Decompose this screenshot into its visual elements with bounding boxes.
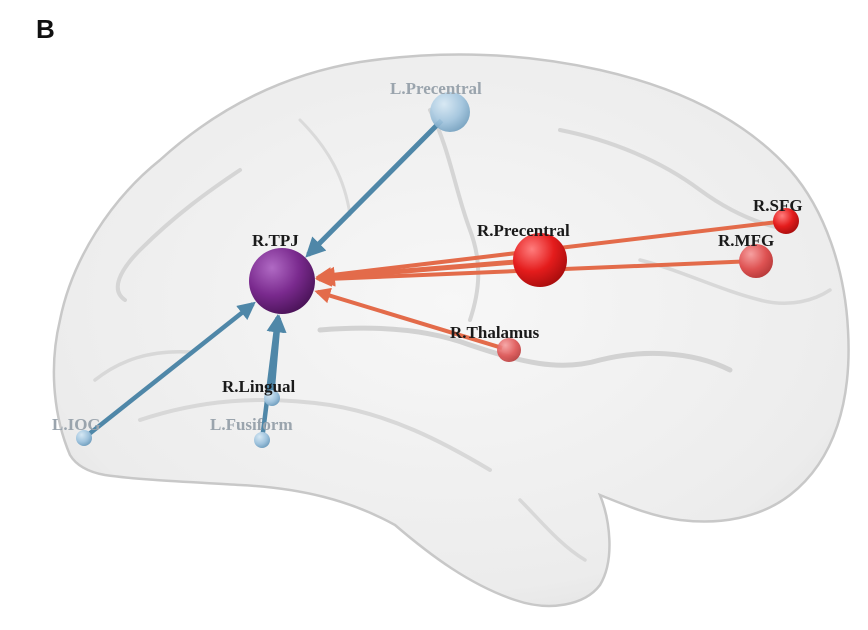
edge-l-iog-to-r-tpj [86, 301, 256, 437]
edge-l-precentral-to-r-tpj [305, 118, 444, 258]
label-l-fusiform: L.Fusiform [210, 415, 293, 434]
sylvian-fissure [317, 325, 733, 373]
label-l-precentral: L.Precentral [390, 79, 482, 98]
label-r-thalamus: R.Thalamus [450, 323, 540, 342]
node-r-sfg [773, 208, 799, 234]
parietal-fold [298, 118, 352, 217]
label-r-mfg: R.MFG [718, 231, 774, 250]
label-r-sfg: R.SFG [753, 196, 803, 215]
node-r-lingual [264, 390, 280, 406]
node-r-precentral [513, 233, 567, 287]
node-r-thalamus [497, 338, 521, 362]
brain-outline [52, 53, 850, 608]
node-l-iog [76, 430, 92, 446]
node-l-precentral [430, 92, 470, 132]
panel-label: B [36, 14, 55, 44]
node-r-tpj [249, 248, 315, 314]
label-r-lingual: R.Lingual [222, 377, 295, 396]
brain-surface [52, 53, 850, 608]
node-r-mfg [739, 244, 773, 278]
edge-l-fusiform-to-r-tpj [260, 314, 285, 436]
edge-r-thalamus-to-r-tpj [314, 287, 503, 350]
label-l-iog: L.IOG [52, 415, 101, 434]
labels-layer: L.Precentral R.TPJ R.Precentral R.SFG R.… [52, 79, 803, 434]
label-r-precentral: R.Precentral [477, 221, 570, 240]
parietal-sulcus [115, 168, 242, 302]
occipital-sulcus [93, 350, 192, 382]
temporal-pole-fold [518, 498, 587, 562]
frontal-lower-sulcus [638, 258, 832, 305]
central-sulcus [428, 108, 481, 322]
temporal-sulcus [138, 398, 492, 472]
label-r-tpj: R.TPJ [252, 231, 299, 250]
node-l-fusiform [254, 432, 270, 448]
edge-r-precentral-to-r-tpj [314, 258, 525, 287]
nodes-layer [76, 92, 799, 448]
